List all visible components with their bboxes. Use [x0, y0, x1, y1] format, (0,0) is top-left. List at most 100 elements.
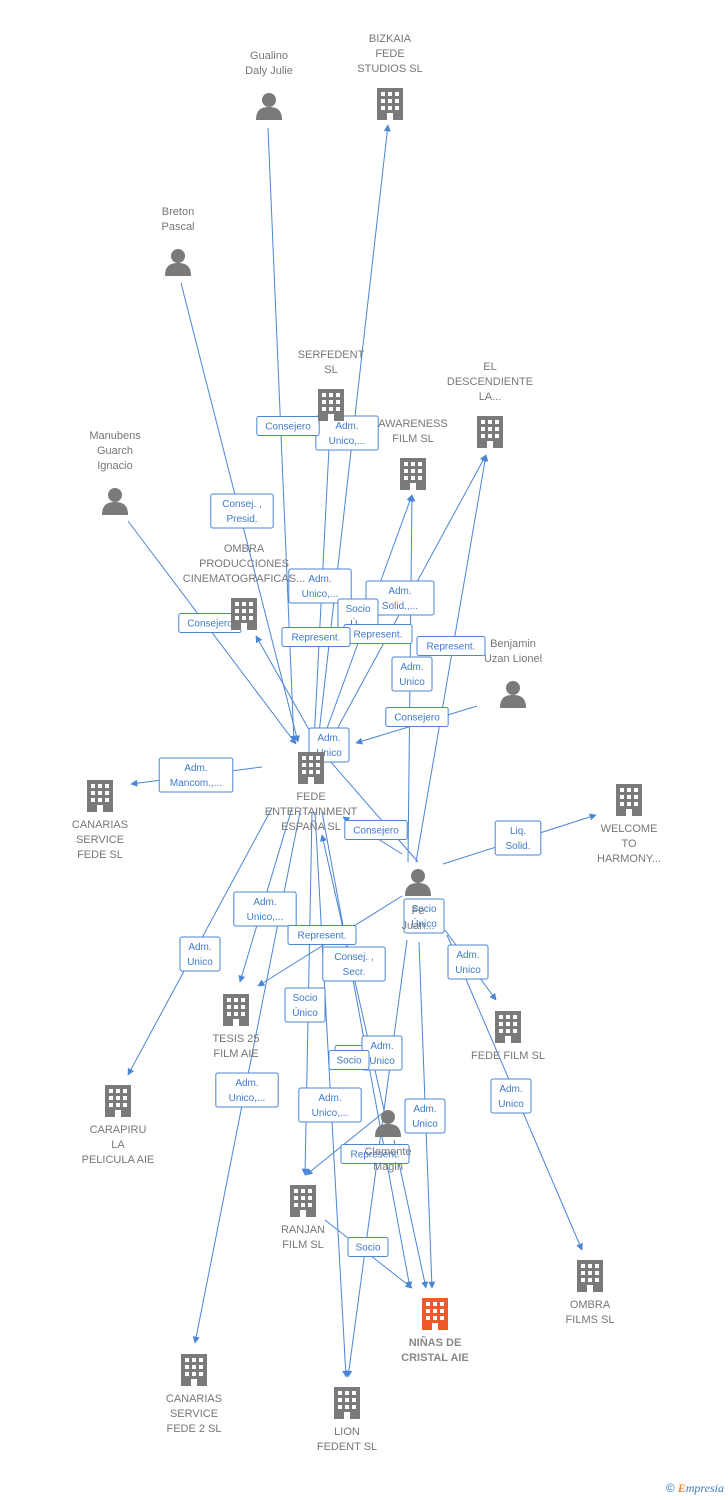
edge-label-19[interactable]: Liq.Solid. [494, 820, 542, 856]
edge-label-23[interactable]: Adm.Unico [361, 1035, 403, 1071]
edge-label-5-text: Adm. [308, 574, 331, 585]
edge-label-15[interactable]: Consejero [385, 707, 449, 727]
node-label: FILMS SL [566, 1314, 615, 1326]
copyright-symbol: © [665, 1481, 675, 1495]
edge-label-26[interactable]: Consej. ,Secr. [322, 946, 386, 982]
edge-label-extra-2[interactable]: Represent. [281, 627, 351, 647]
edge-label-18[interactable]: Represent. [416, 636, 486, 656]
edge-label-29-text: Socio [355, 1243, 380, 1254]
node-fede_juan[interactable]: FeJuan... [401, 869, 435, 932]
edge-label-5-text: Unico,... [302, 589, 339, 600]
edge-label-21[interactable]: Adm.Unico [490, 1078, 532, 1114]
edge-label-9[interactable]: Adm.Unico [179, 936, 221, 972]
edge-label-11[interactable]: Adm.Unico,... [215, 1072, 279, 1108]
node-label: OMBRA [224, 543, 265, 555]
empresia-logo[interactable]: ©Empresia [666, 1481, 724, 1496]
node-label: SERVICE [170, 1408, 218, 1420]
edge-label-13[interactable]: Adm.Unico,... [298, 1087, 362, 1123]
node-label: ESPAÑA SL [281, 820, 341, 833]
edge-label-5[interactable]: Adm. Unico,... [288, 568, 352, 604]
person-icon [256, 93, 282, 120]
edge-fede_ent-to-ombra_prod[interactable] [255, 635, 317, 743]
node-label: Fe [412, 905, 425, 917]
node-el_descendiente[interactable]: ELDESCENDIENTELA... [447, 361, 533, 448]
node-label: STUDIOS SL [357, 63, 422, 75]
node-welcome[interactable]: WELCOMETOHARMONY... [597, 784, 661, 865]
building-icon [377, 88, 403, 120]
edge-label-22[interactable]: Represent. [287, 925, 357, 945]
node-label: PRODUCCIONES [199, 558, 289, 570]
node-label: FILM SL [282, 1239, 324, 1251]
building-icon [223, 994, 249, 1026]
edge-label-4[interactable]: Consejero [256, 416, 320, 436]
edge-label-1[interactable]: Consej. ,Presid. [210, 493, 274, 529]
edge-fede_juan-to-el_descendiente[interactable] [415, 454, 489, 863]
edge-label-25-text: Adm. [317, 733, 340, 744]
edge-label-24-text: Adm. [413, 1104, 436, 1115]
edge-fede_juan-to-fede_ent_alt[interactable] [315, 744, 419, 863]
edge-label-3[interactable]: Adm.Unico,... [315, 415, 379, 451]
node-ombra_prod[interactable]: OMBRA PRODUCCIONES CINEMATOGRAFICAS... [183, 543, 305, 630]
building-icon [318, 389, 344, 421]
edge-label-20-text: Adm. [456, 950, 479, 961]
node-label: Manubens [89, 430, 141, 442]
edge-label-7-text: Socio [345, 604, 370, 615]
edge-label-16[interactable]: Consejero [344, 820, 408, 840]
edge-label-8[interactable]: Adm.Mancom.,... [158, 757, 234, 793]
edge-label-10-text: Unico,... [247, 912, 284, 923]
building-icon [105, 1085, 131, 1117]
edge-labels-layer: Consej. ,Presid.ConsejeroAdm.Unico,...Co… [158, 415, 542, 1257]
node-label: Ignacio [97, 460, 132, 472]
edge-label-25-text: Unico [316, 748, 342, 759]
building-icon [495, 1011, 521, 1043]
edge-label-28[interactable]: Represent. [340, 1144, 410, 1164]
node-label: Breton [162, 206, 194, 218]
edge-label-6[interactable]: Adm.Solid.,... [365, 580, 435, 616]
edge-label-17[interactable]: Represent. [343, 624, 413, 644]
node-label: Juan... [401, 920, 434, 932]
edge-label-29[interactable]: Socio [347, 1237, 389, 1257]
edge-label-6-text: Adm. [388, 586, 411, 597]
edge-label-24[interactable]: Adm.Unico [404, 1098, 446, 1134]
node-label: CANARIAS [72, 819, 128, 831]
edge-label-27[interactable]: Socio [328, 1050, 370, 1070]
edge-label-19-text: Solid. [505, 841, 530, 852]
node-label: AWARENESS [378, 418, 447, 430]
node-label: ENTERTAINMENT [265, 806, 358, 818]
edge-label-10[interactable]: Adm.Unico,... [233, 891, 297, 927]
edge-label-20[interactable]: Adm.Unico [447, 944, 489, 980]
edge-clemente-to-ninas[interactable] [393, 1139, 429, 1289]
edge-label-extra-1[interactable]: Adm.Unico [391, 656, 433, 692]
edges-layer [127, 124, 597, 1378]
edge-label-21-text: Unico [498, 1099, 524, 1110]
node-fede_film[interactable]: FEDE FILM SL [471, 1011, 545, 1062]
edge-clemente-to-ranjan[interactable] [305, 1111, 385, 1176]
node-label: FEDE 2 SL [166, 1423, 221, 1435]
edge-label-extra-0-text: Único [411, 917, 437, 930]
edge-label-22-text: Represent. [298, 931, 347, 942]
building-icon [181, 1354, 207, 1386]
node-label: CINEMATOGRAFICAS... [183, 573, 305, 585]
node-label: FEDE FILM SL [471, 1050, 545, 1062]
node-label: EL [483, 361, 496, 373]
